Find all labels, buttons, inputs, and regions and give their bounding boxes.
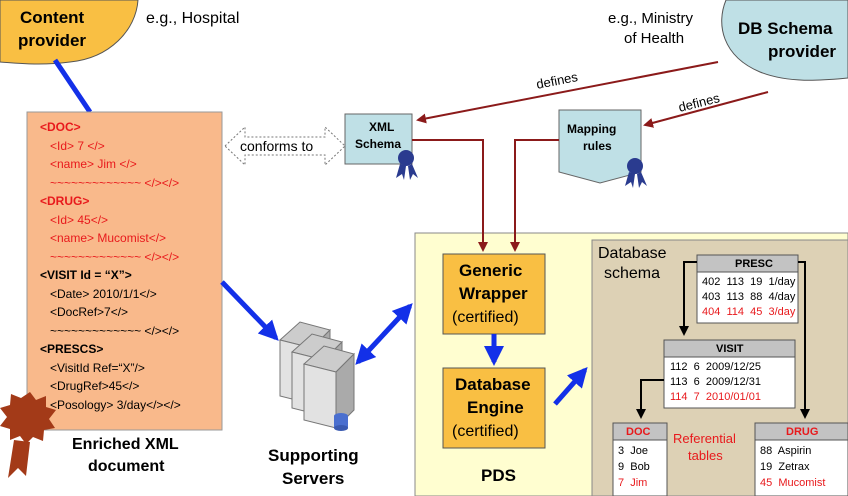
- xml-line: <PRESCS>: [40, 342, 104, 356]
- presc-to-visit-link: [679, 261, 697, 336]
- wrapper-label-2: Wrapper: [459, 284, 528, 303]
- servers-to-pds-arrow: [355, 303, 413, 365]
- presc-row: 403 113 88 4/day: [702, 291, 796, 303]
- drug-row: 88 Aspirin: [760, 445, 812, 457]
- visit-row: 112 6 2009/12/25: [670, 361, 761, 373]
- visit-row: 113 6 2009/12/31: [670, 376, 761, 388]
- xml-line: <Id> 7 </>: [50, 138, 105, 153]
- xml-line: <Posology> 3/day</></>: [50, 397, 181, 412]
- doc-row: 9 Bob: [618, 461, 650, 473]
- referential-label: Referential: [673, 431, 736, 446]
- schema-provider-label-2: provider: [768, 42, 837, 61]
- xml-schema-seal-icon: [396, 150, 418, 180]
- xml-line: <DocRef>7</>: [50, 305, 129, 319]
- xml-caption: Enriched XML: [72, 436, 179, 453]
- db-schema-title-2: schema: [604, 265, 661, 282]
- visit-header: [663, 339, 796, 358]
- defines-arrow-1: [416, 61, 719, 124]
- doc-row: 7 Jim: [618, 477, 648, 489]
- xml-line: ~~~~~~~~~~~~~ </></>: [50, 249, 180, 264]
- defines-arrow-2: [643, 91, 769, 128]
- pds-label: PDS: [481, 466, 516, 485]
- xml-line: <name> Mucomist</>: [50, 231, 167, 245]
- certified-seal-icon: [0, 392, 56, 478]
- conforms-to-label: conforms to: [240, 138, 314, 154]
- drug-row: 45 Mucomist: [760, 477, 826, 489]
- engine-label-3: (certified): [452, 423, 519, 440]
- presc-to-drug-link: [798, 261, 810, 419]
- presc-header: [696, 254, 799, 273]
- xml-schema-label: XML: [369, 120, 395, 134]
- engine-label: Database: [455, 375, 531, 394]
- content-example-label: e.g., Hospital: [146, 10, 240, 27]
- engine-label-2: Engine: [467, 398, 524, 417]
- xml-line: <name> Jim </>: [50, 157, 137, 171]
- xml-line: <Date> 2010/1/1</>: [50, 286, 157, 301]
- mapping-rules-seal-icon: [625, 158, 647, 188]
- doc-title: DOC: [626, 426, 651, 438]
- xml-line: <DRUG>: [40, 194, 90, 208]
- presc-title: PRESC: [735, 258, 773, 270]
- xml-line: ~~~~~~~~~~~~~ </></>: [50, 323, 180, 338]
- presc-row: 404 114 45 3/day: [702, 306, 796, 318]
- visit-row: 114 7 2010/01/01: [670, 391, 761, 403]
- xml-caption-2: document: [88, 458, 165, 475]
- referential-label-2: tables: [688, 448, 723, 463]
- xml-line: ~~~~~~~~~~~~~ </></>: [50, 175, 180, 190]
- xml-line: <DOC>: [40, 120, 81, 134]
- conforms-to-arrow: [224, 125, 346, 167]
- schema-provider-label: DB Schema: [738, 19, 833, 38]
- servers-caption-2: Servers: [282, 469, 345, 488]
- xml-line: <Id> 45</>: [50, 212, 109, 227]
- xml-schema-label-2: Schema: [355, 137, 402, 151]
- servers-caption: Supporting: [268, 446, 359, 465]
- content-provider-shape: [0, 0, 139, 65]
- schema-provider-shape: [721, 0, 848, 81]
- xml-line: <VISIT Id = “X”>: [40, 268, 132, 282]
- schema-example-label-2: of Health: [624, 30, 685, 47]
- schema-to-wrapper-link: [412, 139, 488, 252]
- doc-row: 3 Joe: [618, 445, 648, 457]
- content-provider-label-2: provider: [18, 31, 87, 50]
- xml-line: <VisitId Ref=“X”/>: [50, 360, 145, 375]
- xml-document-box: [26, 111, 223, 431]
- schema-example-label: e.g., Ministry: [608, 10, 694, 27]
- supporting-servers-icon: [278, 321, 355, 431]
- rules-to-wrapper-link: [510, 139, 559, 252]
- db-schema-title: Database: [598, 245, 667, 262]
- drug-header: [754, 422, 848, 441]
- doc-header: [612, 422, 668, 441]
- visit-title: VISIT: [716, 343, 744, 355]
- engine-to-db-arrow: [553, 367, 588, 406]
- database-engine-box: [442, 367, 546, 449]
- wrapper-label: Generic: [459, 261, 523, 280]
- xml-line: <DrugRef>45</>: [50, 379, 140, 393]
- mapping-rules-label-2: rules: [583, 139, 612, 153]
- visit-to-doc-link: [636, 379, 664, 419]
- wrapper-label-3: (certified): [452, 309, 519, 326]
- drug-row: 19 Zetrax: [760, 461, 810, 473]
- xml-to-servers-arrow: [220, 280, 279, 341]
- content-provider-label: Content: [20, 8, 85, 27]
- mapping-rules-box: [558, 109, 642, 184]
- provider-link: [52, 58, 93, 114]
- presc-row: 402 113 19 1/day: [702, 276, 796, 288]
- drug-title: DRUG: [786, 426, 819, 438]
- mapping-rules-label: Mapping: [567, 122, 617, 136]
